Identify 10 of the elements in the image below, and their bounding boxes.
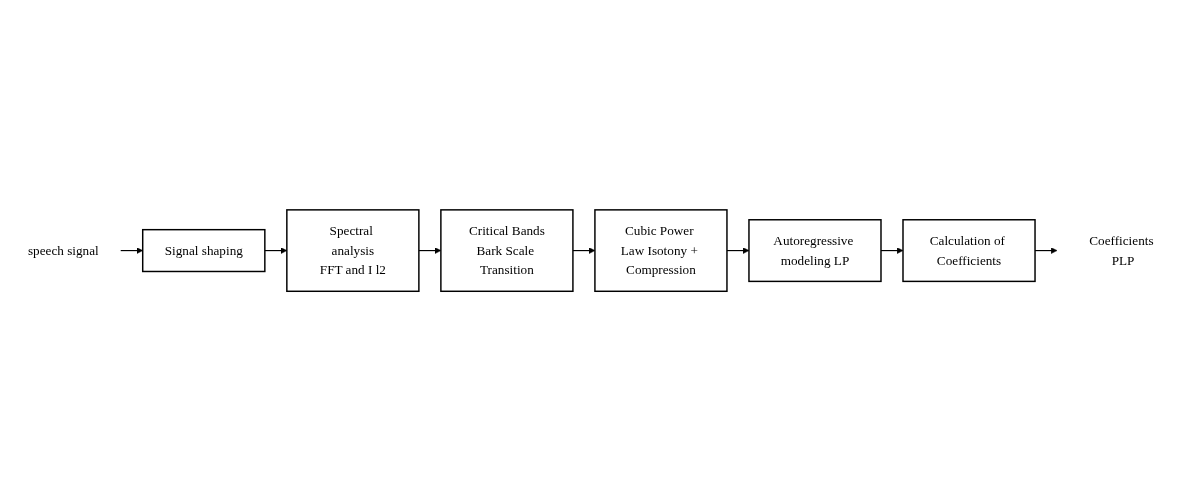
node-box: Cubic Power Law Isotony + Compression <box>594 209 728 292</box>
node-box: Autoregressive modeling LP <box>748 218 882 283</box>
arrow <box>880 247 904 254</box>
node-box: Signal shaping <box>141 228 266 273</box>
arrow <box>120 247 143 254</box>
node-box: Spectral analysis FFT and I l2 <box>286 209 420 292</box>
node-text: Coefficients PLP <box>1089 232 1154 268</box>
node-text: speech signal <box>27 242 99 258</box>
node-box: Calculation of Coefficients <box>902 218 1036 283</box>
node-box: Critical Bands Bark Scale Transition <box>440 209 574 292</box>
